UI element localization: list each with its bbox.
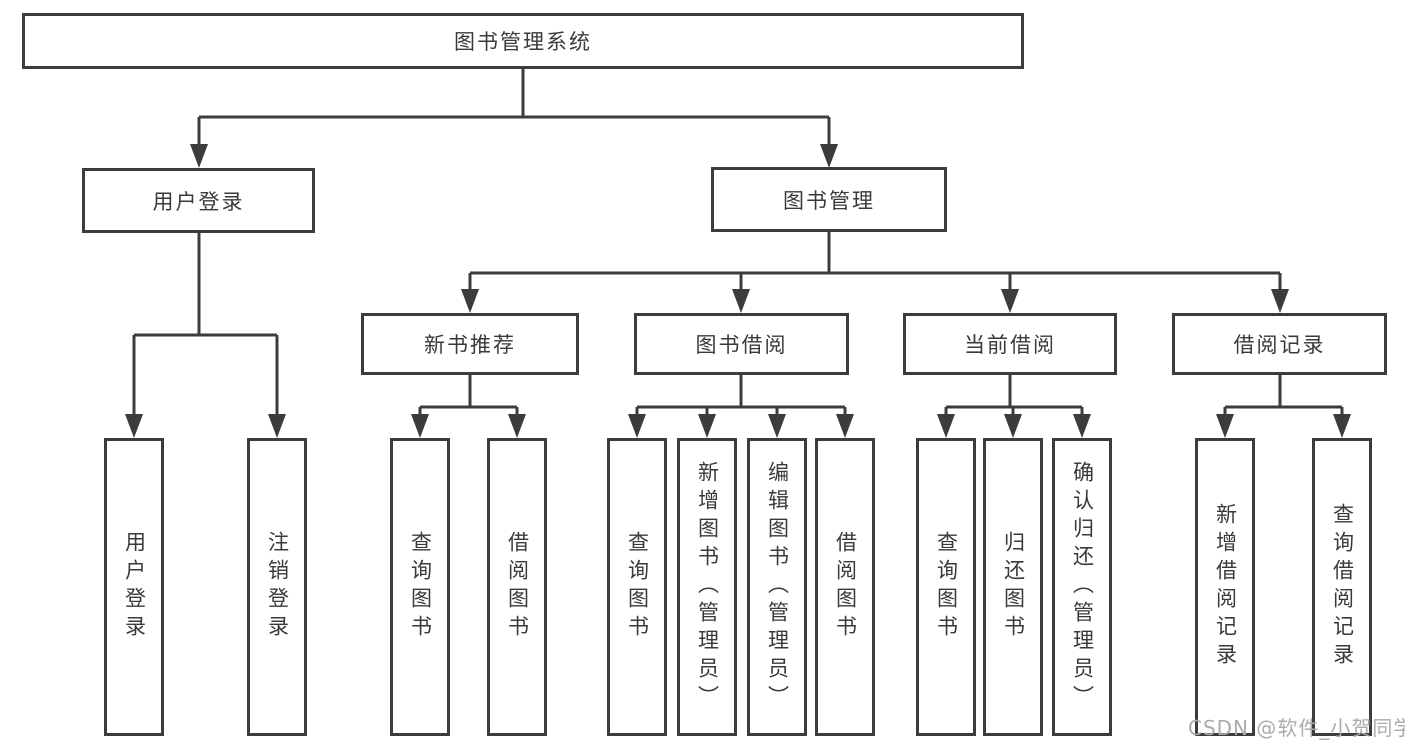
node-user-login: 用户登录: [82, 168, 315, 233]
leaf-query-books-2: 查询图书: [607, 438, 667, 736]
node-borrowing-records: 借阅记录: [1172, 313, 1387, 375]
node-book-borrowing: 图书借阅: [634, 313, 849, 375]
node-label: 注销登录: [265, 531, 290, 643]
leaf-logout: 注销登录: [247, 438, 307, 736]
leaf-edit-books-admin: 编辑图书（管理员）: [747, 438, 807, 736]
node-label: 新书推荐: [424, 333, 516, 357]
node-new-book-recommendation: 新书推荐: [361, 313, 579, 375]
node-label: 新增图书（管理员）: [695, 461, 720, 713]
leaf-user-login: 用户登录: [104, 438, 164, 736]
leaf-borrow-books-2: 借阅图书: [815, 438, 875, 736]
leaf-return-books: 归还图书: [983, 438, 1043, 736]
node-label: 编辑图书（管理员）: [765, 461, 790, 713]
leaf-query-books-3: 查询图书: [916, 438, 976, 736]
node-label: 确认归还（管理员）: [1070, 461, 1095, 713]
leaf-confirm-return-admin: 确认归还（管理员）: [1052, 438, 1112, 736]
node-book-management: 图书管理: [711, 167, 947, 232]
leaf-add-borrowing-record: 新增借阅记录: [1195, 438, 1255, 736]
node-label: 图书借阅: [695, 333, 788, 357]
node-library-management-system: 图书管理系统: [22, 13, 1024, 69]
node-label: 图书管理: [783, 188, 875, 213]
node-label: 查询图书: [625, 531, 650, 643]
leaf-query-books: 查询图书: [390, 438, 450, 736]
node-label: 借阅记录: [1233, 333, 1326, 357]
node-label: 用户登录: [152, 189, 245, 214]
leaf-borrow-books: 借阅图书: [487, 438, 547, 736]
node-label: 借阅图书: [833, 531, 858, 643]
node-label: 图书管理系统: [454, 30, 592, 54]
csdn-watermark: CSDN @软件_小贺同学: [1188, 716, 1405, 740]
node-label: 当前借阅: [964, 333, 1056, 357]
node-label: 借阅图书: [505, 531, 530, 643]
node-label: 归还图书: [1001, 531, 1026, 643]
node-label: 查询图书: [408, 531, 433, 643]
node-label: 查询借阅记录: [1330, 503, 1355, 671]
node-label: 新增借阅记录: [1213, 503, 1238, 671]
node-current-borrowing: 当前借阅: [903, 313, 1117, 375]
node-label: 查询图书: [934, 531, 959, 643]
leaf-query-borrowing-record: 查询借阅记录: [1312, 438, 1372, 736]
node-label: 用户登录: [122, 531, 147, 643]
leaf-add-books-admin: 新增图书（管理员）: [677, 438, 737, 736]
